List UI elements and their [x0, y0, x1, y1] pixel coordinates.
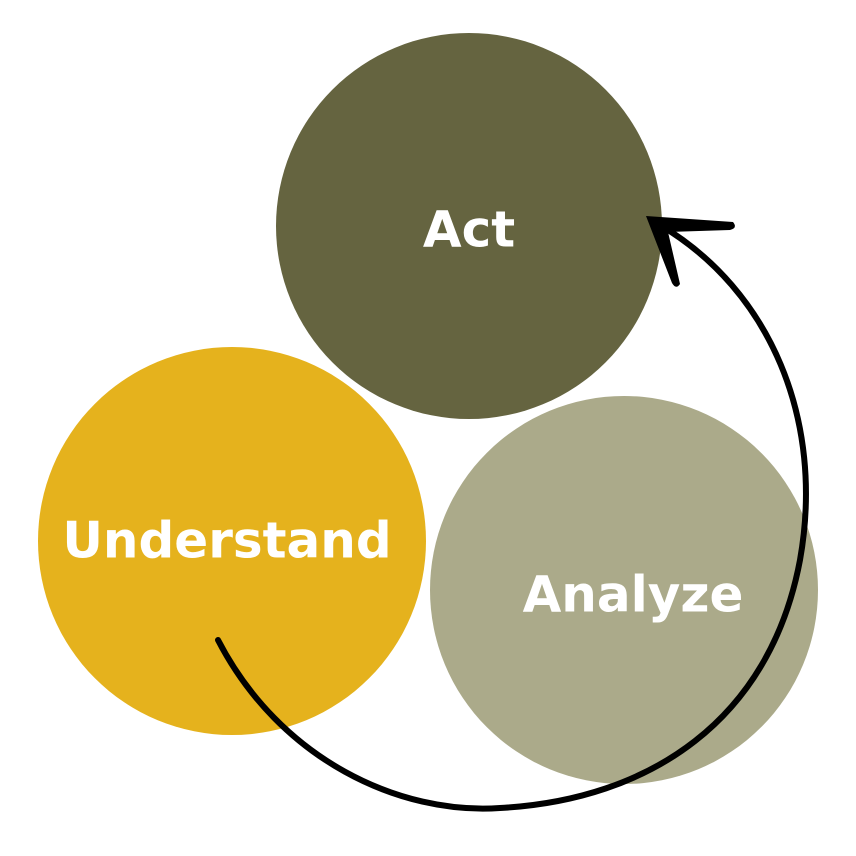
understand-circle [38, 347, 426, 735]
analyze-label: Analyze [523, 566, 744, 624]
analyze-circle [430, 396, 818, 784]
cycle-arrow [215, 216, 809, 812]
arrow-curve [215, 222, 809, 812]
arrowhead-icon [646, 216, 735, 287]
act-label: Act [423, 201, 515, 259]
understand-label: Understand [62, 512, 391, 570]
act-circle [276, 33, 662, 419]
